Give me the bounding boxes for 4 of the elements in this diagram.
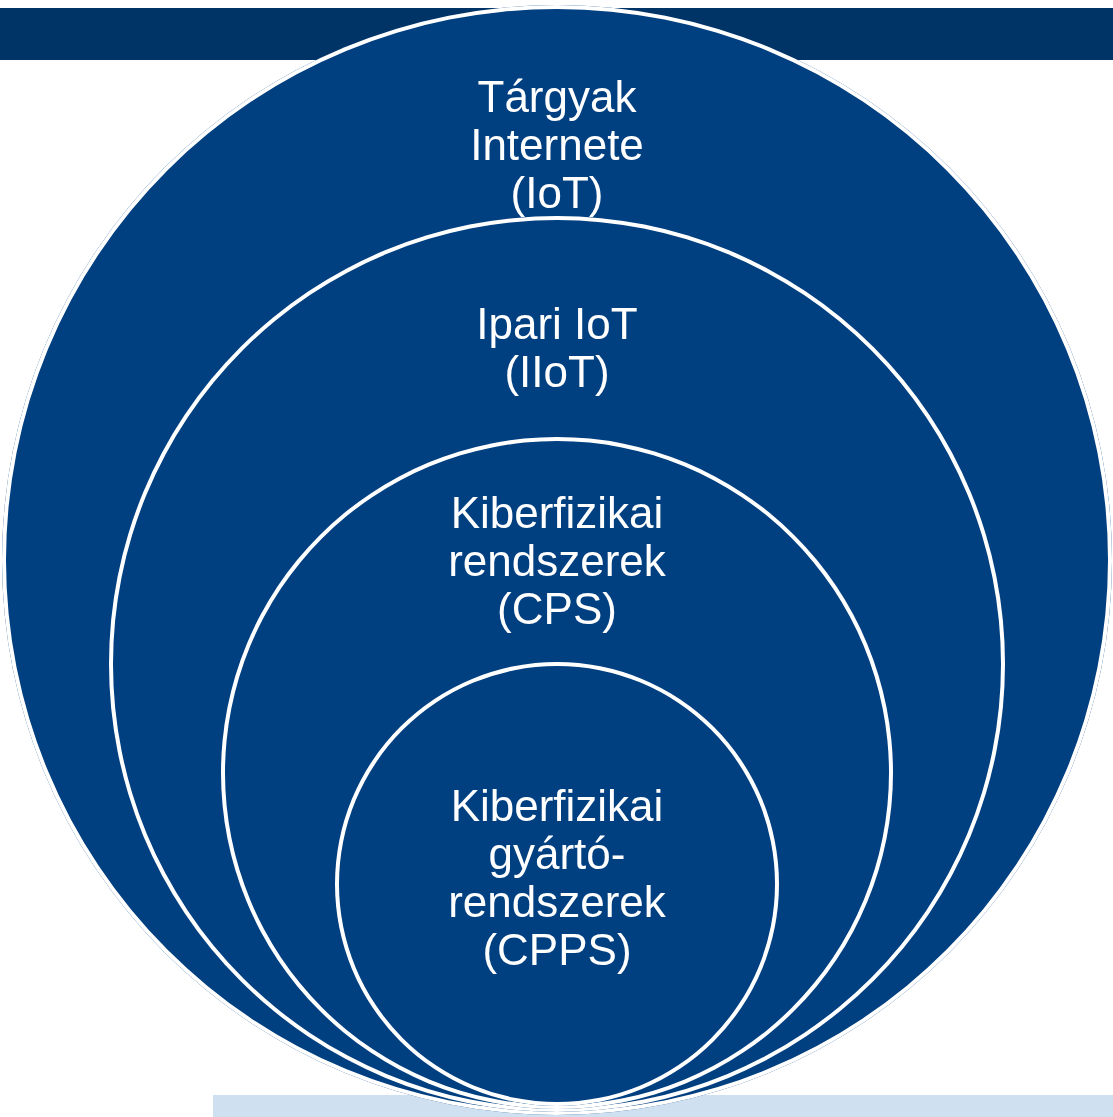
circle-label: Kiberfizikai rendszerek (CPS) — [447, 489, 667, 633]
circle-label: Ipari IoT (IIoT) — [475, 300, 639, 396]
circle-label: Kiberfizikai gyártó-rendszerek (CPPS) — [447, 782, 667, 974]
circle-label: Tárgyak Internete (IoT) — [469, 73, 645, 217]
